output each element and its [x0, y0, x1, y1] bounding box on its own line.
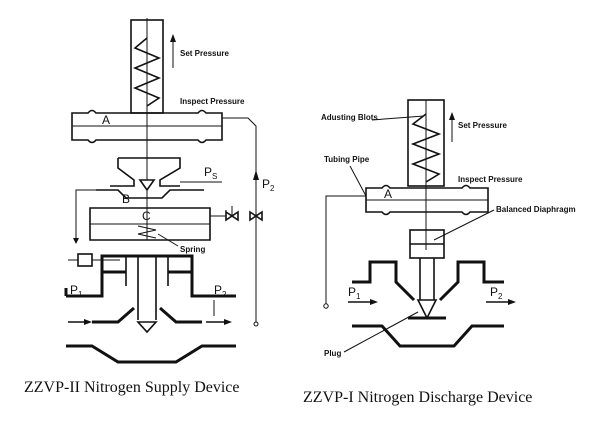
left-inspect-pressure-label: Inspect Pressure [180, 97, 245, 106]
left-p1-pipe-label: P1 [70, 283, 83, 299]
right-set-pressure-label: Set Pressure [458, 121, 507, 130]
left-spring-label: Spring [180, 245, 205, 254]
right-chamber-a [365, 184, 489, 216]
left-device-caption: ZZVP-II Nitrogen Supply Device [24, 379, 240, 396]
right-valve-plug [416, 299, 438, 320]
right-p1-label: P1 [348, 285, 361, 301]
right-p2-label: P2 [490, 285, 503, 301]
left-valve-plug [136, 321, 158, 334]
right-adjusting-spring [410, 113, 442, 183]
left-p2-label: P2 [262, 177, 275, 193]
left-side-switch [77, 253, 93, 267]
left-chamber-c-label: C [142, 209, 151, 223]
left-chamber-a-label: A [102, 113, 110, 127]
left-p2-pipe-label: P2 [214, 283, 227, 299]
right-inspect-pressure-label: Inspect Pressure [458, 175, 523, 184]
left-device-diagram: Set Pressure Inspect Pressure A PS B C S… [24, 18, 275, 396]
right-device-diagram: Adusting Blots Set Pressure Tubing Pipe … [303, 99, 576, 406]
left-chamber-a [71, 109, 223, 144]
left-valve-body-top [66, 254, 236, 298]
right-tubing-pipe-label: Tubing Pipe [324, 155, 370, 164]
right-chamber-a-label: A [384, 187, 392, 201]
right-plug-label: Plug [324, 349, 341, 358]
left-chamber-b [96, 189, 204, 199]
left-chamber-b-label: B [122, 192, 130, 206]
left-valve-body-bottom [66, 344, 236, 364]
right-valve-body-bottom [352, 324, 504, 348]
right-adjusting-bolts-label: Adusting Blots [321, 113, 378, 122]
left-chamber-c [89, 207, 211, 241]
right-device-caption: ZZVP-I Nitrogen Discharge Device [303, 389, 532, 406]
right-valve-body-top [352, 260, 416, 302]
right-balanced-diaphragm-label: Balanced Diaphragm [496, 205, 576, 214]
left-adjusting-spring [132, 37, 162, 107]
left-set-pressure-label: Set Pressure [180, 49, 229, 58]
left-ps-label: PS [204, 165, 217, 181]
